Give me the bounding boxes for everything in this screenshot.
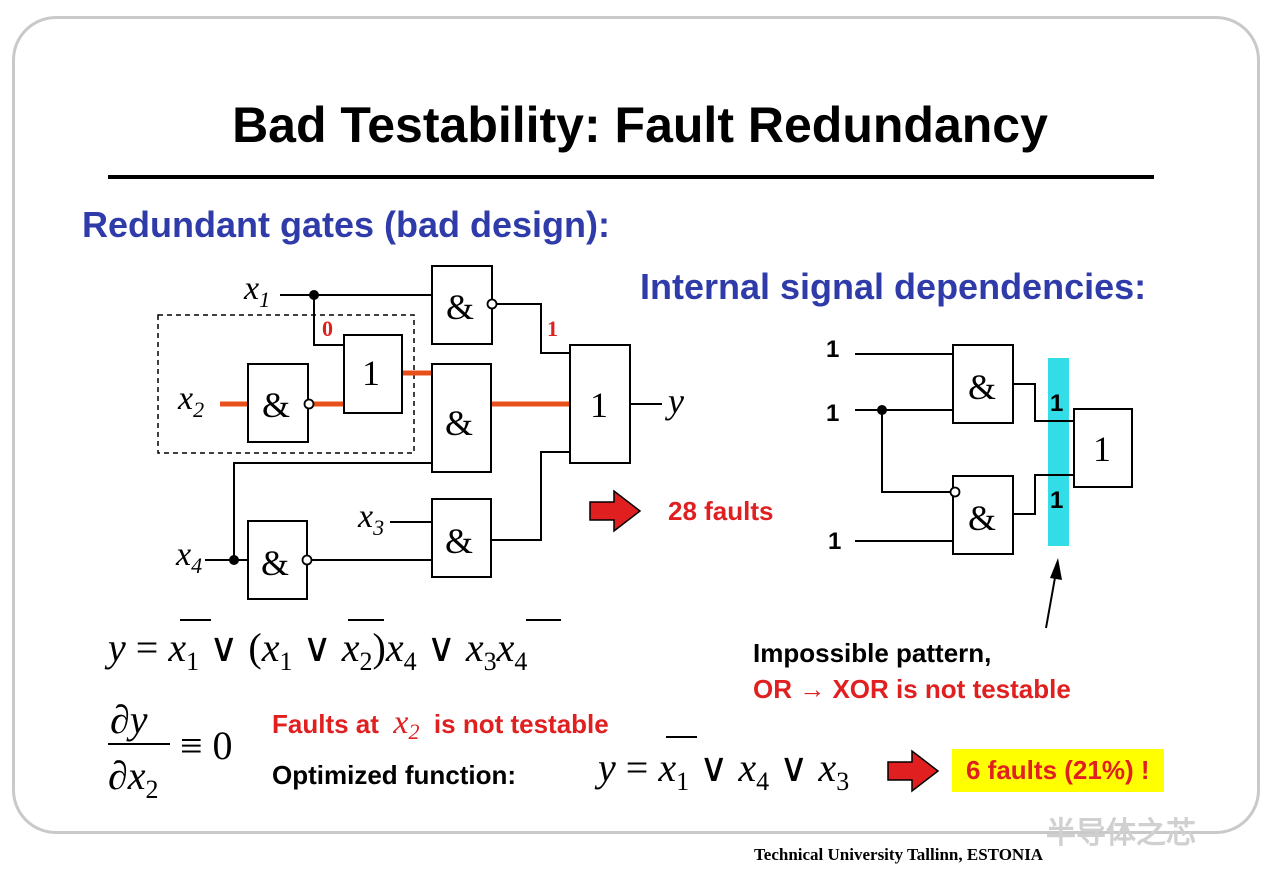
subtitle-signal-dependencies: Internal signal dependencies:: [640, 266, 1147, 307]
gate-or-redundant: [343, 334, 403, 414]
and-gate-middle-symbol: &: [445, 403, 474, 443]
arrow-to-6-faults: [887, 749, 940, 793]
gate-and-upper-right: [952, 344, 1014, 424]
or-gate-right-symbol: 1: [1093, 429, 1111, 469]
signal-zero-label: 0: [322, 316, 333, 341]
signal-one-label: 1: [547, 316, 558, 341]
impossible-pattern-band: [1048, 358, 1069, 546]
input-x1-label: x1: [244, 270, 271, 312]
gate-and-x4: [247, 520, 308, 600]
impossible-pattern-text: Impossible pattern,: [753, 638, 992, 668]
input-x4-label: x4: [176, 536, 203, 578]
faults-after-badge: 6 faults (21%) !: [952, 749, 1164, 792]
derivative-denominator: ∂x2: [108, 753, 159, 804]
right-input-2: 1: [826, 400, 840, 427]
right-input-3: 1: [828, 528, 842, 555]
title-rule: [108, 175, 1154, 179]
and-gate-x2-symbol: &: [262, 385, 291, 425]
gate-or-output: [569, 344, 631, 464]
and-gate-lower-right-symbol: &: [968, 498, 997, 538]
gate-or-right: [1073, 408, 1133, 488]
redundant-region-box: [157, 314, 415, 454]
gate-and-middle: [431, 363, 492, 473]
and-gate-x4-symbol: &: [261, 543, 290, 583]
watermark: 半导体之芯: [1046, 817, 1196, 850]
or-gate-output-symbol: 1: [590, 385, 608, 425]
output-y-label: y: [668, 381, 684, 421]
or-gate-redundant-symbol: 1: [362, 353, 380, 393]
derivative-identity: ≡ 0: [180, 723, 233, 768]
main-equation: y = x1 ∨ (x1 ∨ x2)x4 ∨ x3x4: [108, 625, 528, 676]
faults-before-label: 28 faults: [668, 496, 774, 526]
or-xor-not-testable-text: OR → XOR is not testable: [753, 674, 1071, 704]
subtitle-redundant-gates: Redundant gates (bad design):: [82, 204, 611, 245]
internal-signal-1: 1: [1050, 390, 1064, 417]
optimized-function-label: Optimized function:: [272, 760, 517, 790]
gate-and-x2: [247, 363, 309, 443]
arrow-to-28-faults: [589, 489, 642, 533]
slide-title: Bad Testability: Fault Redundancy: [232, 97, 1048, 153]
gate-and-x3: [431, 498, 492, 578]
gate-and-top: [431, 265, 493, 345]
footer-institution: Technical University Tallinn, ESTONIA: [754, 845, 1044, 864]
gate-and-lower-right: [952, 475, 1014, 555]
optimized-equation: y = x1 ∨ x4 ∨ x3: [598, 745, 850, 796]
and-gate-upper-right-symbol: &: [968, 367, 997, 407]
input-x3-label: x3: [358, 498, 385, 540]
input-x2-label: x2: [178, 380, 205, 422]
right-input-1: 1: [826, 336, 840, 363]
and-gate-top-symbol: &: [446, 287, 475, 327]
internal-signal-2: 1: [1050, 487, 1064, 514]
faults-not-testable-text: Faults at x2 is not testable: [272, 704, 609, 745]
and-gate-x3-symbol: &: [445, 521, 474, 561]
derivative-numerator: ∂y: [110, 697, 148, 742]
